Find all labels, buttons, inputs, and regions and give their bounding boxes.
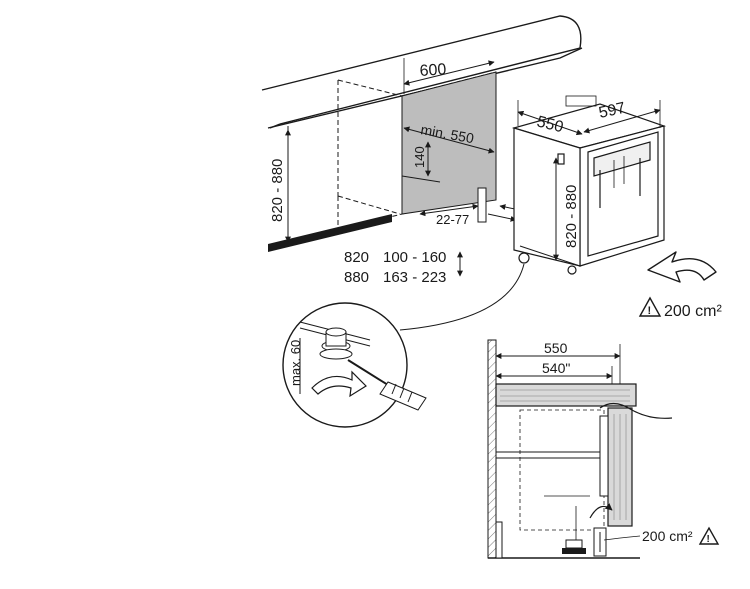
foot-row-2-height: 880 [344,269,369,286]
svg-text:!: ! [707,534,710,545]
plinth-strip [268,126,392,252]
foot-row-1-height: 820 [344,249,369,266]
appliance-depth-dimension: 550 [517,100,583,136]
max-adjust-label: max. 60 [288,340,303,386]
appliance [511,103,667,275]
ventilation-top: ! 200 cm² [638,296,722,320]
warning-icon: ! [698,526,720,545]
airflow-arrow-icon [647,251,717,283]
ventilation-bottom: 200 cm² ! [642,526,720,545]
foot-row-2-range: 163 - 223 [383,269,446,286]
countertop [261,15,583,129]
section-leader [603,535,641,541]
section-depth-label: 550 [544,340,568,356]
niche-width-dimension: 600 [403,58,495,94]
ventilation-bottom-label: 200 cm² [642,528,693,544]
section-view: 550 540" [487,339,673,559]
ventilation-top-label: 200 cm² [664,303,722,320]
niche-height-label: 820 - 880 [269,159,286,222]
vent-height-label: 140 [412,146,427,168]
foot-height-table: 820 100 - 160 880 163 - 223 [344,249,463,286]
rotate-arrow-icon [311,370,367,398]
appliance-height-dimension: 820 - 880 [553,157,580,261]
niche-height-dimension: 820 - 880 [269,129,291,243]
detail-leader [399,263,525,331]
appliance-width-label: 597 [597,100,627,122]
plinth-dimensions [419,187,521,223]
appliance-height-label: 820 - 880 [563,185,580,248]
foot-adjust-detail: max. 60 [282,302,427,428]
vent-height-dimension: 140 [401,141,441,183]
warning-icon: ! [638,296,662,317]
foot-row-1-range: 100 - 160 [383,249,446,266]
appliance-width-dimension: 597 [565,95,661,134]
plinth-depth-label: 22-77 [436,212,469,227]
niche-width-label: 600 [419,61,447,80]
appliance-depth-label: 550 [535,113,565,136]
section-depth-inch-label: 540" [542,360,570,376]
svg-text:!: ! [648,305,652,317]
